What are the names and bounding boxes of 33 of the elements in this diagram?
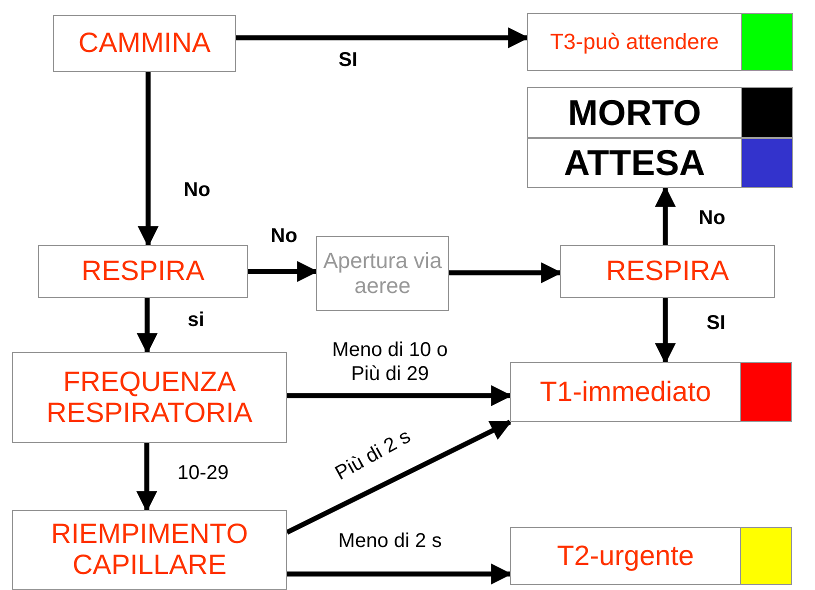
arrow	[136, 443, 158, 512]
box-label: T2-urgente	[557, 540, 694, 572]
process-box	[527, 13, 793, 71]
arrow	[654, 186, 676, 245]
process-box	[12, 352, 287, 443]
arrow	[287, 385, 512, 406]
process-box	[527, 87, 793, 138]
box-label: FREQUENZA RESPIRATORIA	[46, 366, 254, 428]
process-box	[527, 138, 793, 188]
arrow	[286, 420, 512, 535]
box-label: RESPIRA	[82, 256, 204, 287]
arrow	[654, 298, 676, 364]
box-label: MORTO	[568, 92, 702, 132]
box-label: T1-immediato	[540, 376, 712, 408]
process-box	[12, 510, 287, 590]
arrow	[138, 72, 159, 248]
box-label: T3-può attendere	[550, 30, 719, 54]
box-label: Apertura via aeree	[322, 249, 443, 298]
process-box	[510, 362, 792, 422]
arrow	[449, 262, 562, 284]
arrow	[248, 261, 318, 282]
arrow	[287, 564, 512, 584]
process-box	[53, 15, 236, 72]
process-box	[510, 527, 792, 585]
box-label: RIEMPIMENTO CAPILLARE	[50, 519, 250, 581]
arrow	[236, 27, 530, 48]
process-box	[38, 245, 248, 298]
box-label: CAMMINA	[78, 28, 211, 59]
process-box	[560, 245, 775, 298]
box-label: RESPIRA	[606, 256, 729, 287]
box-label: ATTESA	[564, 143, 706, 183]
process-box	[316, 236, 449, 311]
arrow	[136, 298, 158, 354]
